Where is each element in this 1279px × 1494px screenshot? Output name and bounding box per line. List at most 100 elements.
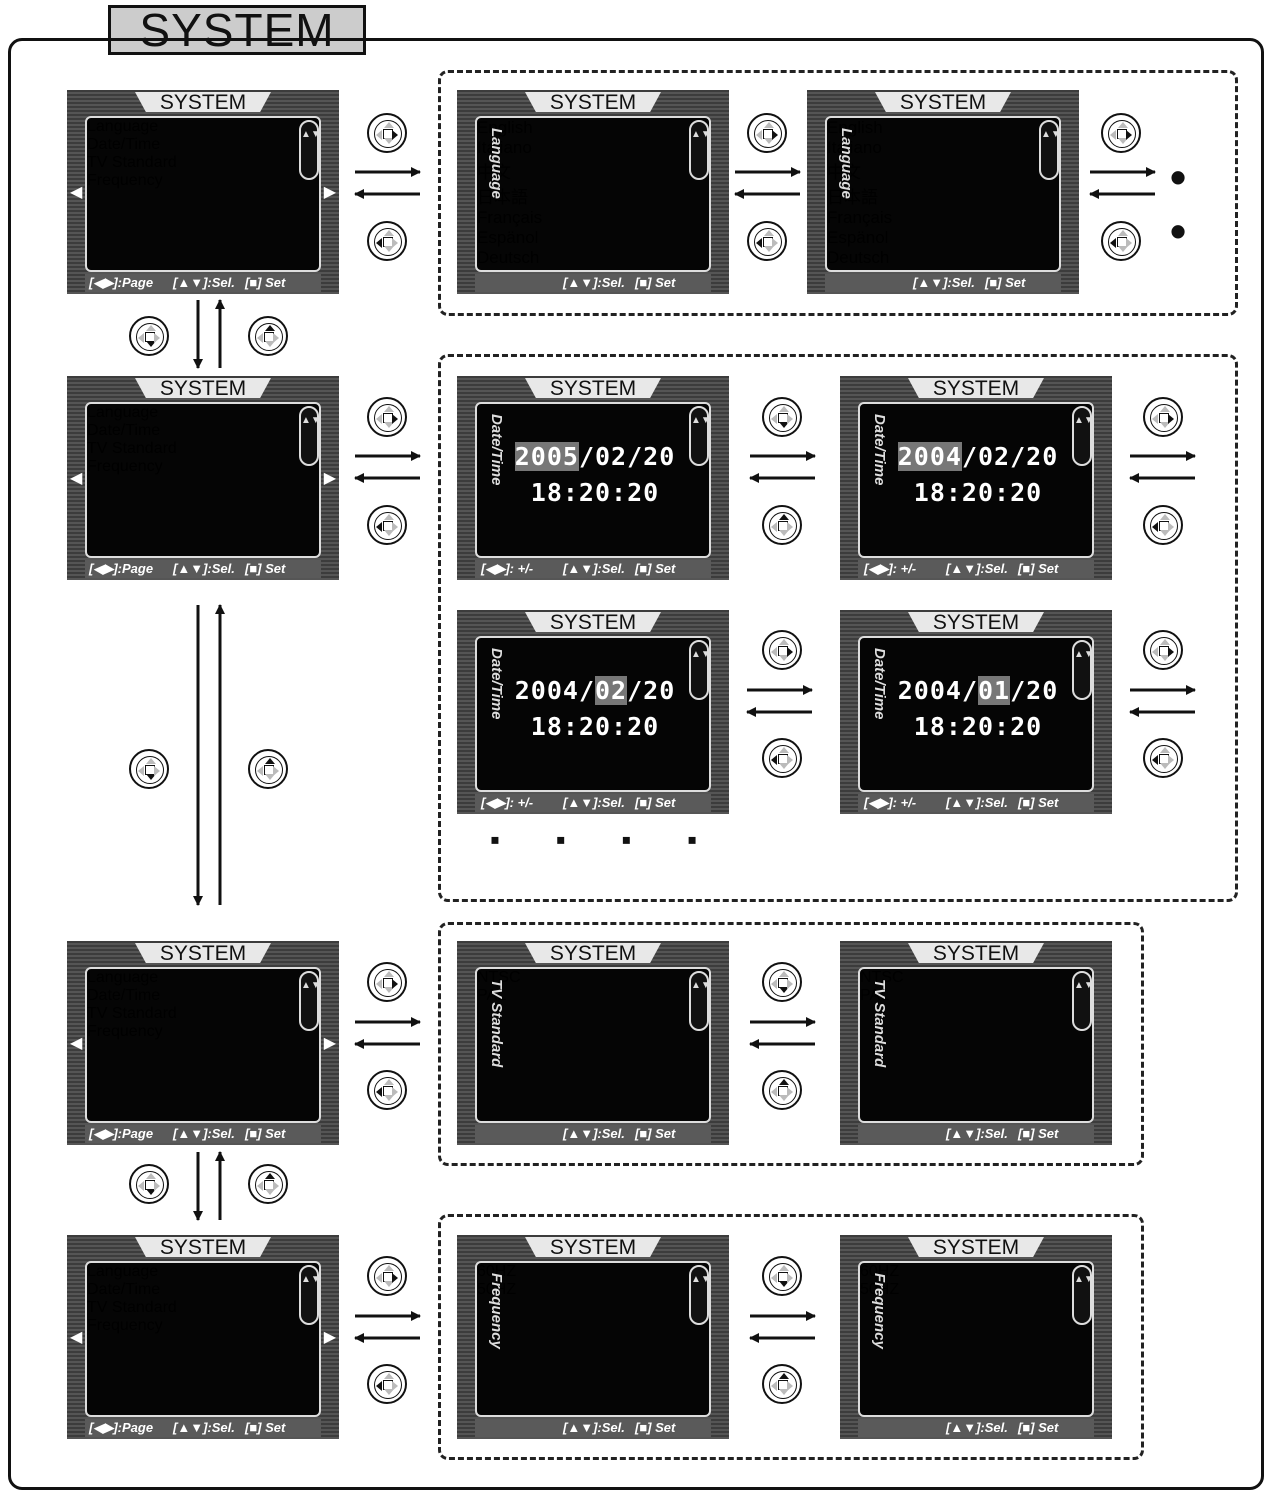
- joystick-button-icon: [762, 397, 802, 437]
- diagram-frame: [8, 38, 1264, 1490]
- menu-item: Frequency: [87, 172, 163, 189]
- scrollbar: ▲▼: [689, 971, 711, 1031]
- joystick-button-icon: [248, 316, 288, 356]
- language-option: English: [477, 118, 533, 137]
- scrollbar: ▲▼: [689, 1265, 711, 1325]
- date-highlight: 2005: [514, 442, 579, 471]
- footer-sel: [▲▼]:Sel.: [946, 1126, 1008, 1141]
- scrollbar: ▲▼: [299, 120, 321, 180]
- menu-item: Frequency: [87, 458, 163, 475]
- menu-item: Language: [87, 404, 159, 421]
- tv-standard-group: [438, 922, 1144, 1166]
- joystick-button-icon: [747, 113, 787, 153]
- language-option: English: [827, 118, 883, 137]
- page-title: SYSTEM: [108, 5, 366, 55]
- footer-set: [■] Set: [245, 1420, 286, 1435]
- joystick-button-icon: [1101, 113, 1141, 153]
- joystick-button-icon: [367, 113, 407, 153]
- menu-item: Date/Time: [87, 422, 161, 439]
- menu-item: Date/Time: [87, 136, 161, 153]
- date-pre: 2004/: [514, 676, 595, 705]
- screen-footer: [◀▶]: +/-[▲▼]:Sel.[■] Set: [858, 560, 1094, 578]
- footer-sel: [▲▼]:Sel.: [563, 795, 625, 810]
- time-value: 18:20:20: [913, 478, 1043, 507]
- nav-right-icon: ▶: [323, 1035, 336, 1052]
- footer-set: [■] Set: [1018, 1126, 1059, 1141]
- scrollbar: ▲▼: [689, 406, 711, 466]
- language-option: Italiano: [827, 138, 882, 157]
- frequency-screen-label: Frequency: [871, 1273, 888, 1349]
- scrollbar: ▲▼: [1072, 640, 1094, 700]
- date-value: 2004/02/20: [860, 442, 1092, 472]
- joystick-button-icon: [1143, 630, 1183, 670]
- date-pre: 2004/: [897, 676, 978, 705]
- joystick-button-icon: [248, 749, 288, 789]
- menu-item: TV Standard: [87, 154, 177, 171]
- footer-sel: [▲▼]:Sel.: [173, 561, 235, 576]
- menu-item: Frequency: [87, 1317, 163, 1334]
- language-option: 中文: [477, 163, 511, 182]
- language-option: Espänol: [827, 228, 889, 247]
- scrollbar: ▲▼: [1039, 120, 1061, 180]
- joystick-button-icon: [747, 221, 787, 261]
- joystick-button-icon: [762, 1256, 802, 1296]
- language-option: 日本語: [477, 188, 528, 207]
- language-option: 中文: [827, 163, 861, 182]
- footer-set: [■] Set: [1018, 795, 1059, 810]
- datetime-label: Date/Time: [488, 648, 505, 720]
- footer-page: [◀▶]:Page: [89, 275, 154, 290]
- footer-set: [■] Set: [245, 275, 286, 290]
- scrollbar: ▲▼: [299, 406, 321, 466]
- screen-title: SYSTEM: [135, 92, 271, 112]
- date-post: /20: [627, 676, 676, 705]
- screen-title: SYSTEM: [525, 92, 661, 112]
- menu-item: TV Standard: [87, 1299, 177, 1316]
- datetime-label: Date/Time: [871, 414, 888, 486]
- screen-footer: [▲▼]:Sel. [■] Set: [858, 1125, 1094, 1143]
- joystick-button-icon: [762, 505, 802, 545]
- screen-title: SYSTEM: [525, 612, 661, 632]
- joystick-button-icon: [762, 962, 802, 1002]
- screen-title: SYSTEM: [908, 1237, 1044, 1257]
- joystick-button-icon: [1143, 738, 1183, 778]
- screen-title: SYSTEM: [135, 943, 271, 963]
- footer-page: [◀▶]:Page: [89, 1420, 154, 1435]
- footer-page: [◀▶]:Page: [89, 1126, 154, 1141]
- frequency-screen-option: 50HZ: [860, 1281, 900, 1298]
- language-option: Espänol: [477, 228, 539, 247]
- time-value: 18:20:20: [530, 712, 660, 741]
- language-continuation: • •: [1170, 151, 1211, 257]
- joystick-button-icon: [762, 1070, 802, 1110]
- screen-footer: [▲▼]:Sel.[■] Set: [475, 274, 711, 292]
- language-option: Deutsch: [477, 248, 540, 267]
- footer-sel: [▲▼]:Sel.: [946, 561, 1008, 576]
- scrollbar: ▲▼: [1072, 406, 1094, 466]
- screen-title: SYSTEM: [135, 1237, 271, 1257]
- scrollbar: ▲▼: [299, 971, 321, 1031]
- footer-plusminus: [◀▶]: +/-: [481, 795, 534, 810]
- tv-standard-screen-option: NTSC: [860, 969, 904, 986]
- language-label: Language: [488, 128, 505, 199]
- date-value: 2005/02/20: [477, 442, 709, 472]
- footer-sel: [▲▼]:Sel.: [173, 1420, 235, 1435]
- language-option: Français: [827, 208, 893, 227]
- footer-set: [■] Set: [985, 275, 1026, 290]
- joystick-button-icon: [1101, 221, 1141, 261]
